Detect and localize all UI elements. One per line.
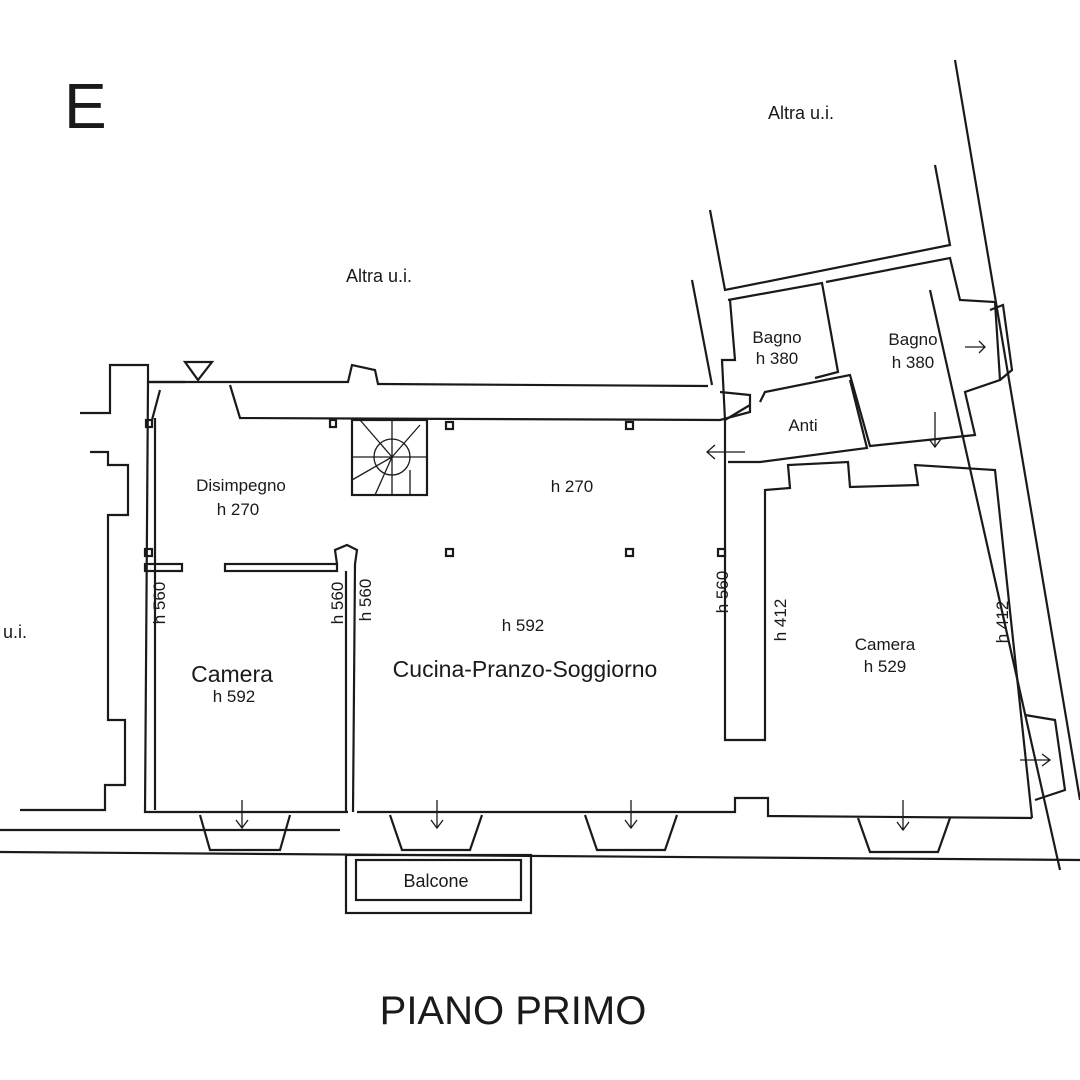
room-height: h 529 [864, 657, 907, 676]
walls [0, 59, 1080, 915]
neighbor-label: Altra u.i. [768, 103, 834, 123]
neighbor-label: Altra u.i. [346, 266, 412, 286]
wall-height: h 412 [993, 601, 1012, 644]
room-height: h 592 [213, 687, 256, 706]
wall-height: h 560 [356, 579, 375, 622]
room-name: Camera [191, 661, 273, 687]
wall-height: h 560 [150, 582, 169, 625]
windows [198, 303, 1067, 854]
staircase [351, 419, 427, 496]
room-name: Anti [788, 416, 817, 435]
room-height: h 380 [756, 349, 799, 368]
pillars [143, 418, 727, 558]
room-name: Bagno [888, 330, 937, 349]
door-arrows [235, 340, 1052, 832]
room-name: Balcone [403, 871, 468, 891]
entrance-marker [182, 360, 215, 382]
room-height: h 270 [551, 477, 594, 496]
room-height: h 380 [892, 353, 935, 372]
wall-height: h 560 [713, 571, 732, 614]
room-height: h 270 [217, 500, 260, 519]
room-name: Bagno [752, 328, 801, 347]
neighbor-label: u.i. [3, 622, 27, 642]
plan-letter: E [64, 70, 107, 142]
room-name: Disimpegno [196, 476, 286, 495]
labels: E Altra u.i. Altra u.i. u.i. Disimpegno … [3, 70, 1012, 1033]
room-height: h 592 [502, 616, 545, 635]
room-name: Cucina-Pranzo-Soggiorno [393, 656, 658, 682]
plan-title: PIANO PRIMO [380, 989, 647, 1033]
wall-height: h 560 [328, 582, 347, 625]
wall-height: h 412 [771, 599, 790, 642]
room-name: Camera [855, 635, 916, 654]
